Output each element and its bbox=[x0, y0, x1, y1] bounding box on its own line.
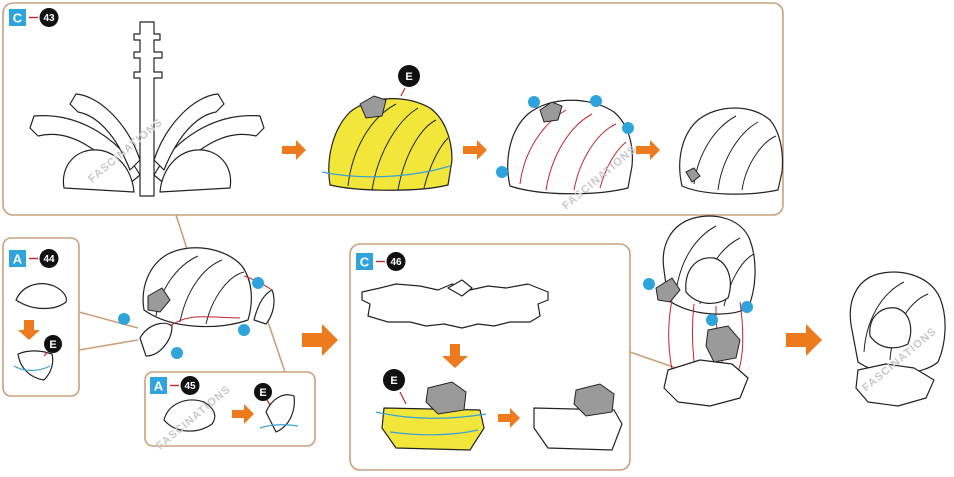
svg-text:43: 43 bbox=[43, 13, 55, 24]
svg-text:A: A bbox=[154, 379, 164, 394]
svg-text:A: A bbox=[13, 252, 23, 267]
connect-dot bbox=[590, 95, 602, 107]
svg-text:E: E bbox=[49, 339, 56, 351]
flow-arrow-to-step-46 bbox=[302, 324, 338, 356]
svg-text:E: E bbox=[259, 387, 266, 399]
svg-text:46: 46 bbox=[390, 257, 402, 268]
connect-dot bbox=[238, 324, 250, 336]
connect-dot bbox=[622, 122, 634, 134]
connect-dot bbox=[528, 96, 540, 108]
connect-dot bbox=[171, 347, 183, 359]
connect-dot bbox=[496, 166, 508, 178]
svg-text:C: C bbox=[13, 11, 23, 26]
dome-with-side-pieces bbox=[118, 248, 274, 359]
connect-dot bbox=[118, 313, 130, 325]
connect-dot bbox=[643, 278, 655, 290]
connect-dot bbox=[706, 314, 718, 326]
head-assembly-stage bbox=[643, 216, 755, 406]
svg-text:C: C bbox=[360, 255, 370, 270]
svg-text:45: 45 bbox=[184, 381, 196, 392]
svg-text:44: 44 bbox=[43, 254, 55, 265]
step-46-flat-part bbox=[362, 280, 548, 328]
connect-dot bbox=[741, 301, 753, 313]
flow-arrow-to-final bbox=[786, 324, 822, 356]
svg-text:E: E bbox=[390, 375, 397, 387]
connect-dot bbox=[252, 277, 264, 289]
svg-text:E: E bbox=[405, 71, 412, 83]
final-assembled-head: FASCINATIONS bbox=[850, 272, 945, 406]
